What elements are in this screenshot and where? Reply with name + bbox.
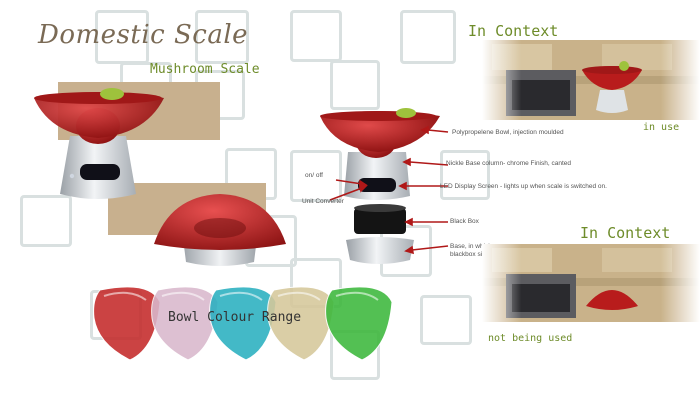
kitchen-photo-in-use: [482, 40, 700, 120]
annotation-arrows: [329, 125, 449, 255]
deco-square: [195, 10, 249, 64]
kitchen-photo-not-used: [482, 244, 700, 322]
bowl-colour-swatch: [325, 286, 393, 361]
deco-square: [20, 195, 72, 247]
page-title: Domestic Scale: [38, 20, 249, 50]
annotation-led: LED Display Screen - lights up when scal…: [440, 183, 607, 190]
annotation-bowl: Polypropelene Bowl, injection moulded: [452, 129, 564, 136]
annotation-converter: Unit Converter: [302, 198, 344, 205]
context-heading-top: In Context: [468, 22, 559, 40]
bowl-colour-swatch: [151, 286, 219, 361]
annotation-onoff: on/ off: [305, 172, 323, 179]
annotation-base: Base, in which blackbox sits in: [450, 243, 495, 258]
deco-square: [290, 10, 342, 62]
deco-square: [440, 150, 490, 200]
colour-range-label: Bowl Colour Range: [168, 310, 302, 325]
context-caption-top: in use: [643, 122, 680, 133]
context-caption-bottom: not being used: [488, 333, 573, 344]
bowl-colour-swatch: [93, 286, 161, 361]
bowl-colour-swatch: [209, 286, 277, 361]
deco-square: [400, 10, 456, 64]
context-heading-bottom: In Context: [580, 224, 671, 242]
deco-square: [290, 150, 342, 202]
swatch-highlight: [277, 291, 321, 301]
annotation-blackbox: Black Box: [450, 218, 479, 225]
swatch-highlight: [335, 291, 379, 301]
bowl-colour-swatch: [267, 286, 335, 361]
scale-open-illustration: [34, 88, 164, 199]
bowl-colour-swatches: [93, 286, 393, 361]
swatch-highlight: [161, 291, 205, 301]
swatch-highlight: [103, 291, 147, 301]
deco-square: [420, 295, 472, 345]
scale-closed-illustration: [154, 194, 286, 266]
swatch-highlight: [219, 291, 263, 301]
subtitle: Mushroom Scale: [150, 62, 260, 77]
annotation-column: Nickle Base column- chrome Finish, cante…: [446, 160, 571, 167]
deco-square: [330, 60, 380, 110]
